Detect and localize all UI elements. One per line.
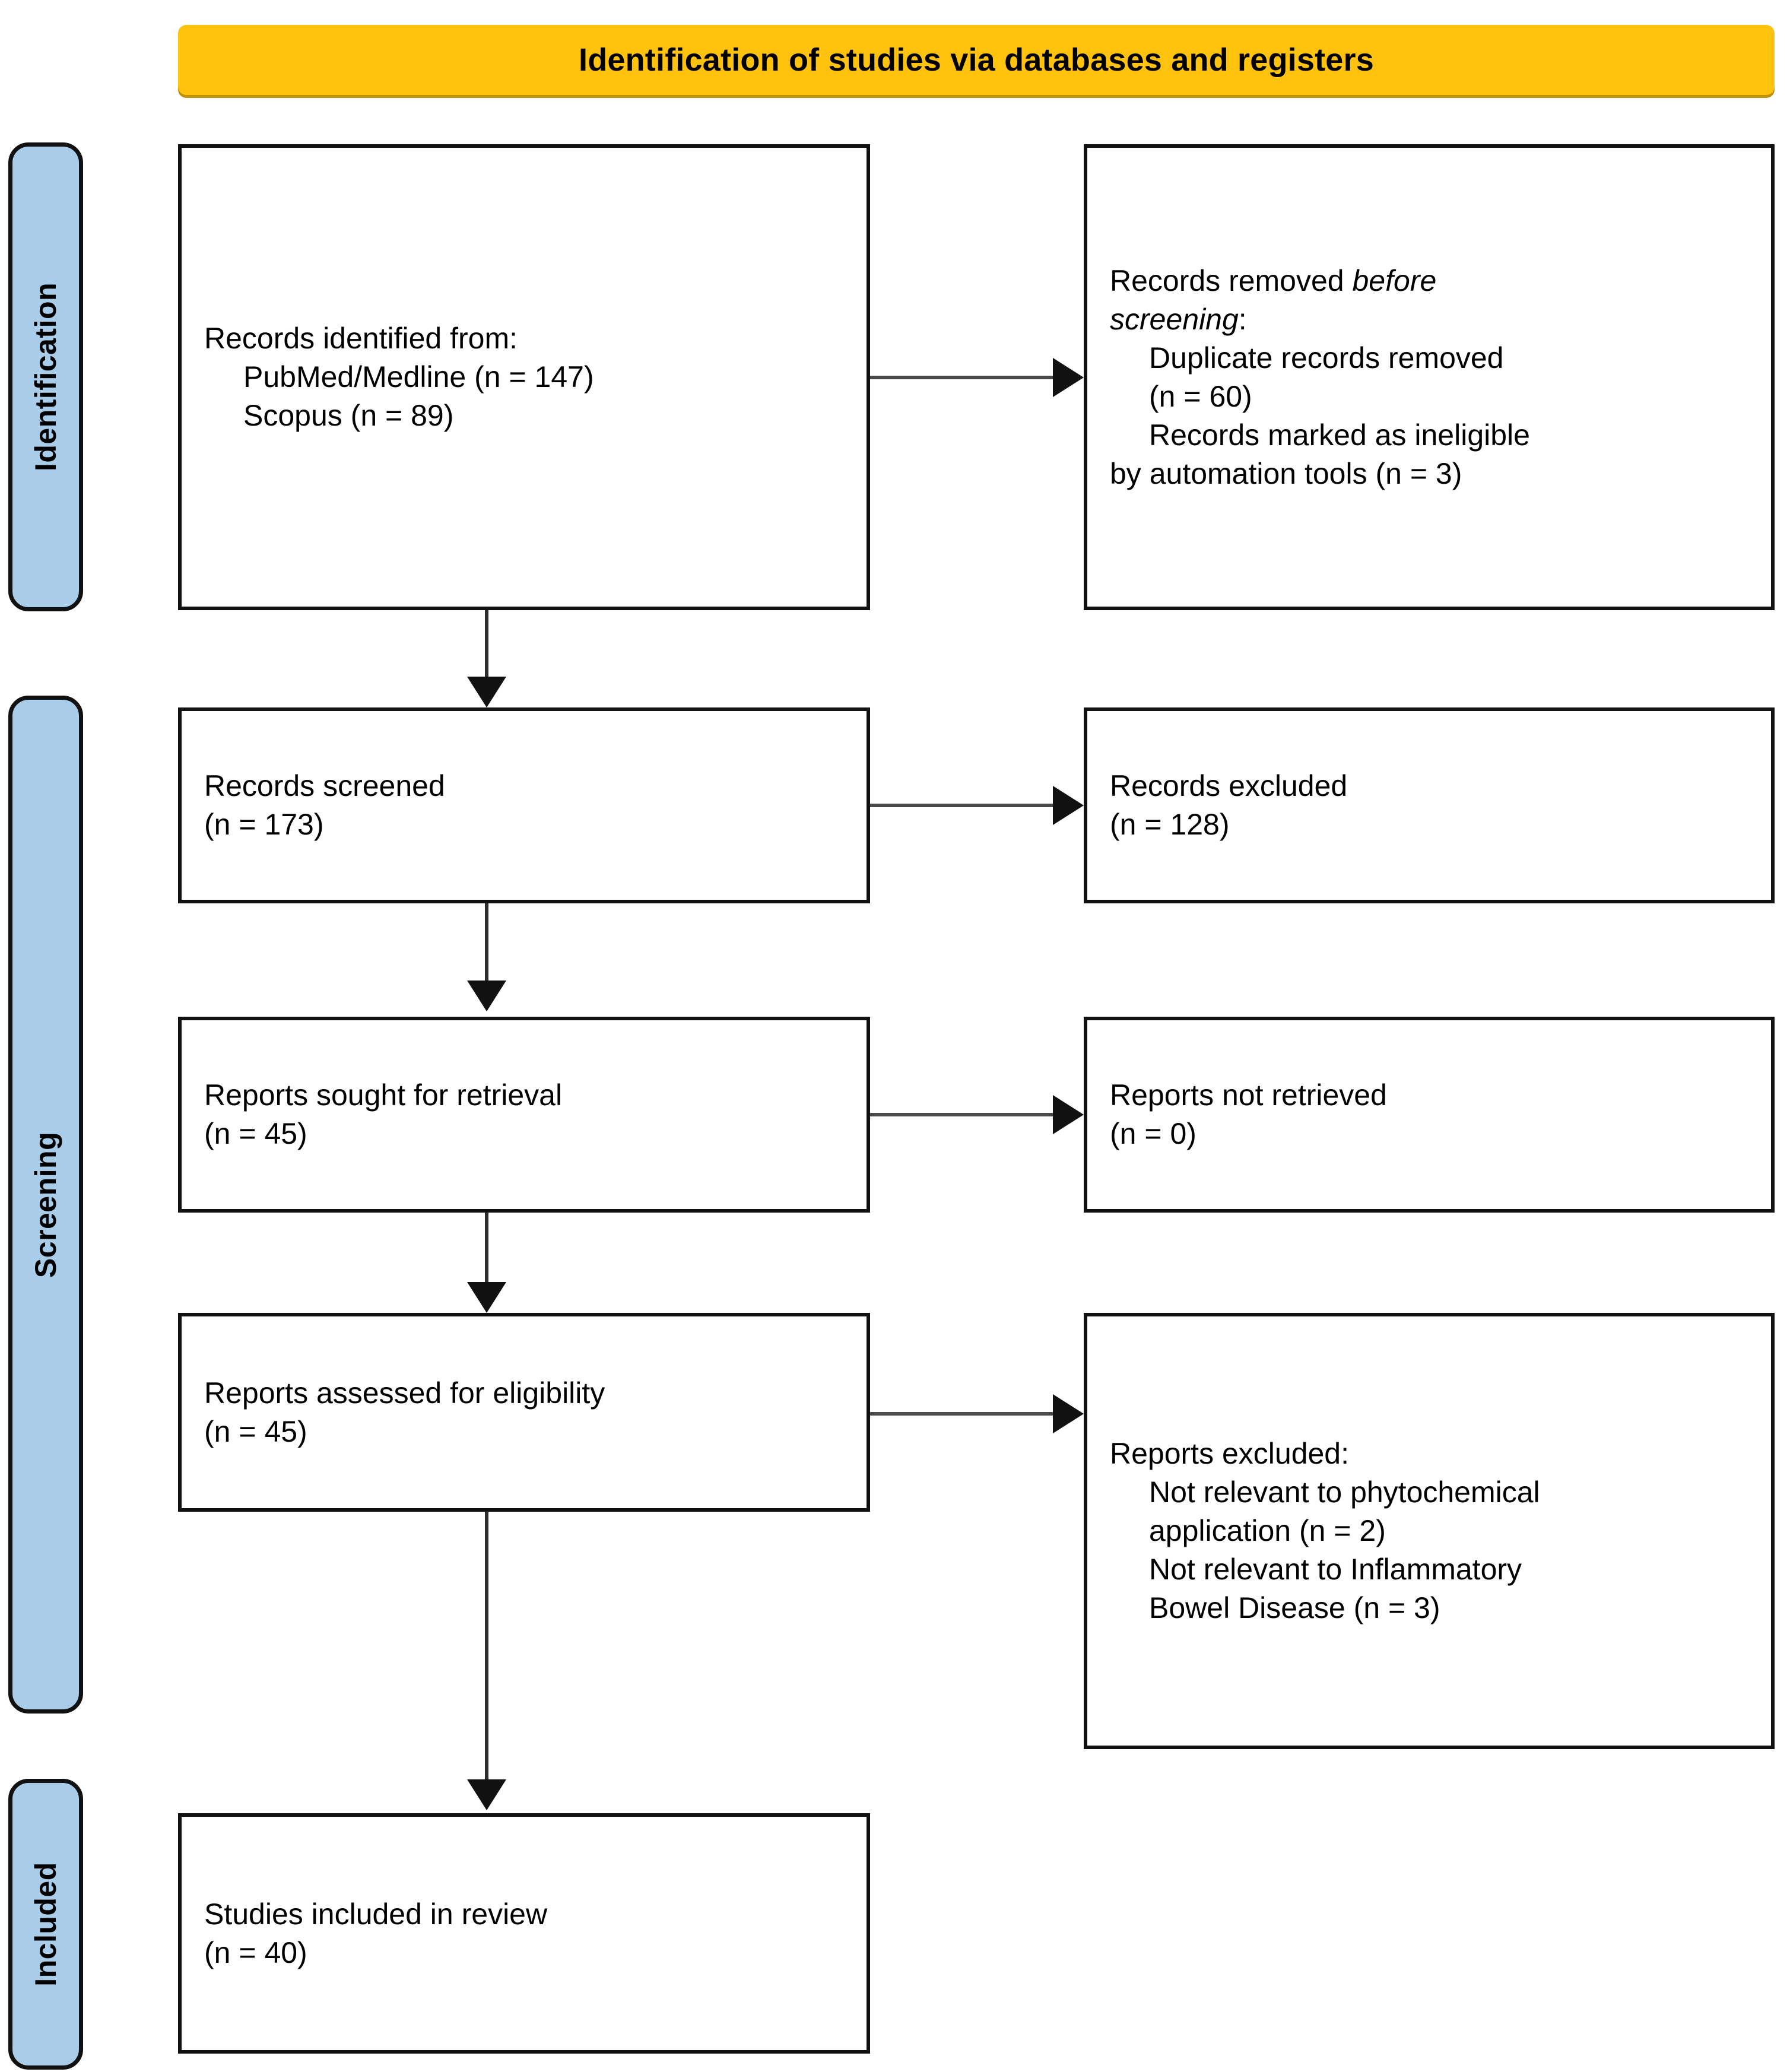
box-reports-assessed: Reports assessed for eligibility (n = 45… xyxy=(178,1313,870,1512)
connector-identified-to-removed-line xyxy=(870,376,1055,379)
box-reports-excluded: Reports excluded: Not relevant to phytoc… xyxy=(1084,1313,1775,1749)
connector-identified-to-screened-line xyxy=(485,610,488,681)
records-removed-line-3: Duplicate records removed xyxy=(1149,341,1504,375)
records-removed-line-6: by automation tools (n = 3) xyxy=(1110,456,1462,490)
records-identified-line-1: Records identified from: xyxy=(204,322,518,355)
stage-label-included-text: Included xyxy=(29,1862,63,1987)
records-removed-line-1: Records removed before xyxy=(1110,262,1748,300)
reports-assessed-line-2: (n = 45) xyxy=(204,1414,307,1448)
connector-screened-to-sought-arrowhead xyxy=(467,981,506,1011)
reports-excluded-line-1: Reports excluded: xyxy=(1110,1437,1350,1470)
box-reports-not-retrieved: Reports not retrieved (n = 0) xyxy=(1084,1017,1775,1213)
connector-sought-to-assessed-arrowhead xyxy=(467,1282,506,1313)
records-removed-line-2b: : xyxy=(1238,302,1247,336)
connector-assessed-to-included-line xyxy=(485,1512,488,1782)
reports-excluded-line-3: application (n = 2) xyxy=(1149,1514,1386,1547)
box-reports-sought: Reports sought for retrieval (n = 45) xyxy=(178,1017,870,1213)
box-records-identified: Records identified from: PubMed/Medline … xyxy=(178,144,870,610)
studies-included-line-2: (n = 40) xyxy=(204,1935,307,1969)
connector-sought-to-notretrieved-arrowhead xyxy=(1053,1095,1084,1134)
connector-sought-to-notretrieved-line xyxy=(870,1113,1055,1116)
connector-identified-to-screened-arrowhead xyxy=(467,677,506,707)
connector-identified-to-removed-arrowhead xyxy=(1053,358,1084,397)
records-removed-line-2: screening: xyxy=(1110,300,1748,339)
stage-label-identification-text: Identification xyxy=(29,282,63,472)
connector-screened-to-sought-line xyxy=(485,903,488,981)
records-identified-line-2: PubMed/Medline (n = 147) xyxy=(243,360,594,394)
records-removed-line-5: Records marked as ineligible xyxy=(1149,418,1530,452)
records-removed-line-4: (n = 60) xyxy=(1149,379,1252,413)
connector-screened-to-excluded-line xyxy=(870,804,1055,807)
records-screened-line-1: Records screened xyxy=(204,769,445,802)
connector-sought-to-assessed-line xyxy=(485,1213,488,1284)
stage-label-identification: Identification xyxy=(8,142,83,611)
diagram-header-banner: Identification of studies via databases … xyxy=(178,25,1775,95)
reports-excluded-line-5: Bowel Disease (n = 3) xyxy=(1149,1591,1440,1624)
stage-label-screening: Screening xyxy=(8,696,83,1714)
box-records-removed: Records removed before screening: Duplic… xyxy=(1084,144,1775,610)
diagram-title: Identification of studies via databases … xyxy=(579,42,1374,78)
reports-assessed-line-1: Reports assessed for eligibility xyxy=(204,1376,605,1410)
studies-included-line-1: Studies included in review xyxy=(204,1897,548,1931)
records-removed-line-2a: screening xyxy=(1110,302,1239,336)
reports-not-retrieved-line-2: (n = 0) xyxy=(1110,1117,1196,1150)
box-records-excluded: Records excluded (n = 128) xyxy=(1084,707,1775,903)
connector-screened-to-excluded-arrowhead xyxy=(1053,786,1084,825)
records-screened-line-2: (n = 173) xyxy=(204,808,324,841)
reports-sought-line-1: Reports sought for retrieval xyxy=(204,1078,563,1112)
records-excluded-line-2: (n = 128) xyxy=(1110,808,1230,841)
records-removed-line-1a: Records removed xyxy=(1110,264,1353,297)
reports-excluded-line-4: Not relevant to Inflammatory xyxy=(1149,1553,1522,1586)
records-removed-line-1b: before xyxy=(1352,264,1437,297)
records-excluded-line-1: Records excluded xyxy=(1110,769,1348,802)
reports-excluded-line-2: Not relevant to phytochemical xyxy=(1149,1476,1540,1509)
box-studies-included: Studies included in review (n = 40) xyxy=(178,1813,870,2054)
box-records-screened: Records screened (n = 173) xyxy=(178,707,870,903)
connector-assessed-to-repexcluded-arrowhead xyxy=(1053,1394,1084,1433)
connector-assessed-to-repexcluded-line xyxy=(870,1412,1055,1416)
stage-label-included: Included xyxy=(8,1779,83,2070)
records-identified-line-3: Scopus (n = 89) xyxy=(243,399,454,432)
stage-label-screening-text: Screening xyxy=(29,1131,62,1278)
reports-not-retrieved-line-1: Reports not retrieved xyxy=(1110,1078,1387,1112)
reports-sought-line-2: (n = 45) xyxy=(204,1117,307,1150)
connector-assessed-to-included-arrowhead xyxy=(467,1779,506,1810)
